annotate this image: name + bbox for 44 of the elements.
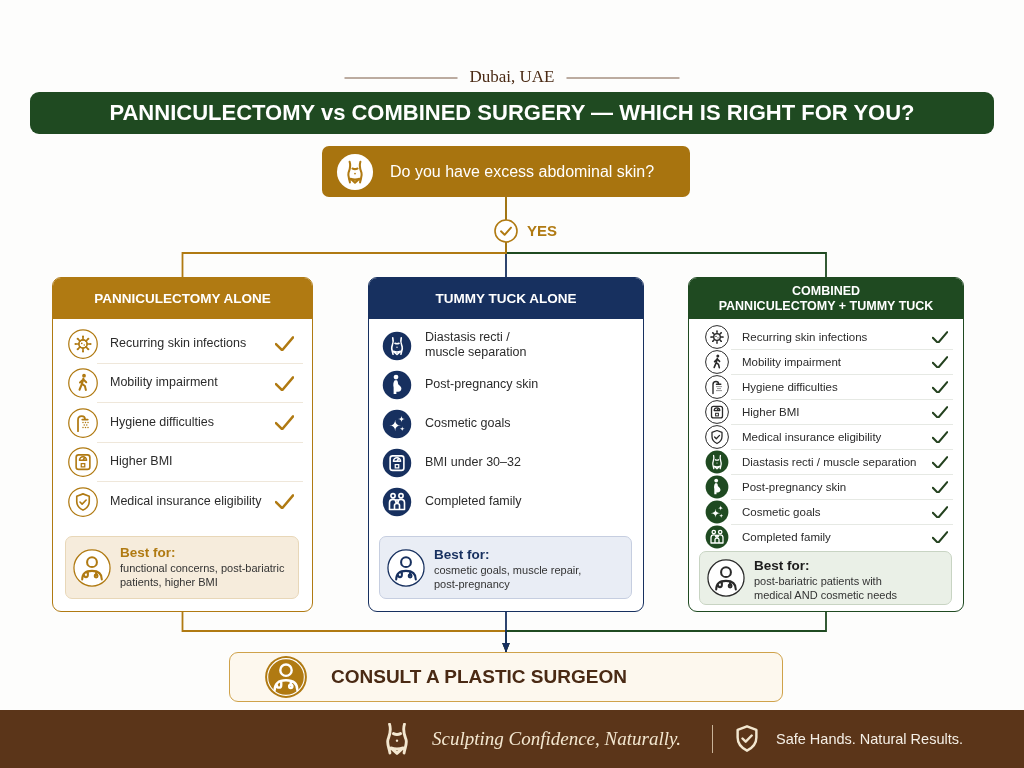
- option-card: [368, 277, 644, 612]
- criteria-text: Post-pregnancy skin: [742, 479, 847, 495]
- best-for-heading: Best for:: [434, 546, 490, 563]
- tagline-text: Safe Hands. Natural Results.: [776, 731, 963, 747]
- best-for-panel: [379, 536, 632, 599]
- criteria-text: Cosmetic goals: [425, 415, 511, 432]
- criteria-text: Hygiene difficulties: [742, 379, 838, 395]
- criteria-text: Completed family: [742, 529, 831, 545]
- connector-line: [181, 196, 507, 278]
- criteria-text: Medical insurance eligibility: [742, 429, 882, 445]
- slogan-text: Sculpting Confidence, Naturally.: [432, 728, 682, 750]
- criteria-text: BMI under 30–32: [425, 454, 521, 471]
- criteria-text: Mobility impairment: [110, 375, 218, 392]
- criteria-text: Mobility impairment: [742, 354, 842, 370]
- card-heading: COMBINED PANNICULECTOMY + TUMMY TUCK: [689, 278, 963, 319]
- arrow: [502, 611, 510, 653]
- best-for-panel: [699, 551, 952, 605]
- best-for-heading: Best for:: [754, 557, 810, 574]
- best-for-heading: Best for:: [120, 544, 176, 561]
- criteria-text: Higher BMI: [742, 404, 800, 420]
- criteria-text: Recurring skin infections: [742, 329, 868, 345]
- title-banner: PANNICULECTOMY vs COMBINED SURGERY — WHICH IS RIGHT FOR YOU?: [30, 92, 994, 134]
- best-for-panel: [65, 536, 299, 599]
- option-card: [52, 277, 313, 612]
- question-text: Do you have excess abdominal skin?: [390, 162, 655, 181]
- criteria-text: Completed family: [425, 493, 522, 510]
- criteria-text: Diastasis recti / muscle separation: [425, 329, 528, 362]
- question-box: [322, 146, 690, 197]
- criteria-text: Cosmetic goals: [742, 504, 821, 520]
- action-text: CONSULT A PLASTIC SURGEON: [331, 666, 627, 688]
- criteria-text: Medical insurance eligibility: [110, 493, 262, 510]
- action-box: [229, 652, 783, 702]
- option-card: [688, 277, 964, 612]
- card-heading: TUMMY TUCK ALONE: [369, 278, 643, 319]
- card-heading: PANNICULECTOMY ALONE: [53, 278, 312, 319]
- criteria-text: Hygiene difficulties: [110, 414, 214, 431]
- best-for-text: post-bariatric patients with medical AND cosmetic needs: [754, 574, 899, 602]
- criteria-text: Higher BMI: [110, 454, 173, 471]
- criteria-text: Post-pregnancy skin: [425, 376, 539, 393]
- criteria-text: Diastasis recti / muscle separation: [742, 454, 917, 470]
- best-for-text: functional concerns, post-bariatric patients, higher BMI: [120, 561, 286, 589]
- best-for-text: cosmetic goals, muscle repair, post-pregnancy: [434, 563, 583, 591]
- location-text: Dubai, UAE: [469, 67, 555, 87]
- criteria-text: Recurring skin infections: [110, 335, 247, 352]
